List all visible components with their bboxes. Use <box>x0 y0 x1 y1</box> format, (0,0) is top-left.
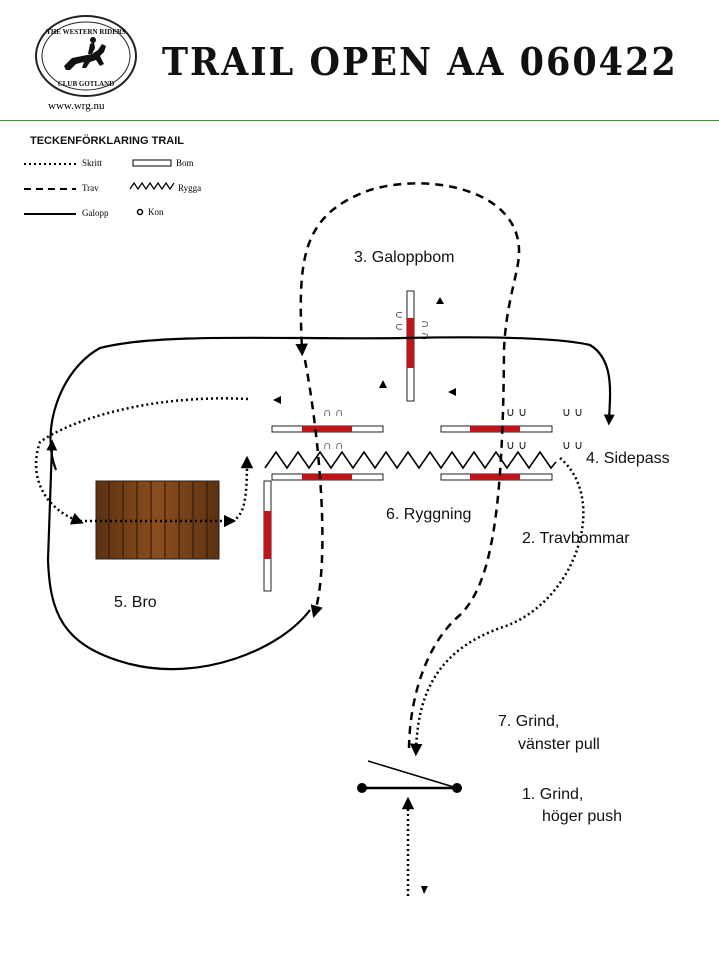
svg-text:∩ ∩: ∩ ∩ <box>323 438 344 452</box>
header: THE WESTERN RIDERS CLUB GOTLAND www.wrg.… <box>0 0 719 122</box>
label-grind-hoger-1: 1. Grind, <box>522 786 583 803</box>
svg-text:CLUB GOTLAND: CLUB GOTLAND <box>58 80 115 88</box>
svg-text:∪ ∪: ∪ ∪ <box>506 438 527 452</box>
label-bro: 5. Bro <box>114 594 157 611</box>
legend: TECKENFÖRKLARING TRAIL Skritt Trav Galop… <box>0 130 240 230</box>
bridge-side-pole <box>263 480 272 592</box>
label-grind-vanster-2: vänster pull <box>518 736 600 753</box>
svg-text:∪ ∪: ∪ ∪ <box>562 438 583 452</box>
svg-text:∪ ∪: ∪ ∪ <box>562 405 583 419</box>
club-logo: THE WESTERN RIDERS CLUB GOTLAND <box>34 14 138 98</box>
legend-label-skritt: Skritt <box>82 158 103 168</box>
svg-text:THE WESTERN RIDERS: THE WESTERN RIDERS <box>46 28 126 36</box>
label-travbommar: 2. Travbommar <box>522 530 630 547</box>
hoof-prints: ∩ ∩ ∩ ∩ ∪ ∪ ∪ ∪ ∪ ∪ ∪ ∪ ∩ ∩ ∩ ∩ <box>323 310 583 452</box>
legend-title: TECKENFÖRKLARING TRAIL <box>30 135 184 147</box>
legend-label-rygga: Rygga <box>178 183 202 193</box>
label-sidepass: 4. Sidepass <box>586 450 670 467</box>
walk-path-sidepass-to-gate <box>409 457 585 757</box>
legend-kon-symbol <box>136 208 144 216</box>
walk-path-to-backing <box>231 455 254 523</box>
label-galoppbom: 3. Galoppbom <box>354 249 455 266</box>
legend-label-bom: Bom <box>176 158 194 168</box>
svg-text:∪ ∪: ∪ ∪ <box>506 405 527 419</box>
trot-path-down <box>303 359 324 619</box>
legend-rygga-symbol <box>129 181 175 191</box>
label-grind-vanster-1: 7. Grind, <box>498 713 559 730</box>
gate-obstacle <box>357 760 462 793</box>
header-divider <box>0 120 719 121</box>
lope-path <box>46 439 311 671</box>
start-arrow <box>421 886 428 894</box>
lope-path-top <box>49 336 615 471</box>
backing-pole-left-bottom <box>271 473 384 481</box>
legend-bom-symbol <box>132 159 172 167</box>
legend-label-kon: Kon <box>148 207 164 217</box>
site-url: www.wrg.nu <box>48 100 105 112</box>
sidepass-pole-left-top <box>271 425 384 433</box>
svg-text:∩ ∩: ∩ ∩ <box>391 310 405 331</box>
page-title: TRAIL OPEN AA 060422 <box>162 40 678 86</box>
backing-pole-right-bottom <box>440 473 553 481</box>
svg-text:∩ ∩: ∩ ∩ <box>419 320 433 341</box>
sidepass-pole-right-top <box>440 425 553 433</box>
label-ryggning: 6. Ryggning <box>386 506 471 523</box>
svg-text:∩ ∩: ∩ ∩ <box>323 405 344 419</box>
canter-pole-vertical <box>406 290 415 402</box>
trot-path-loop <box>295 182 521 749</box>
label-grind-hoger-2: höger push <box>542 808 622 825</box>
backing-zigzag <box>264 450 557 470</box>
cone-markers <box>273 297 456 404</box>
legend-label-galopp: Galopp <box>82 208 109 218</box>
legend-label-trav: Trav <box>82 183 99 193</box>
